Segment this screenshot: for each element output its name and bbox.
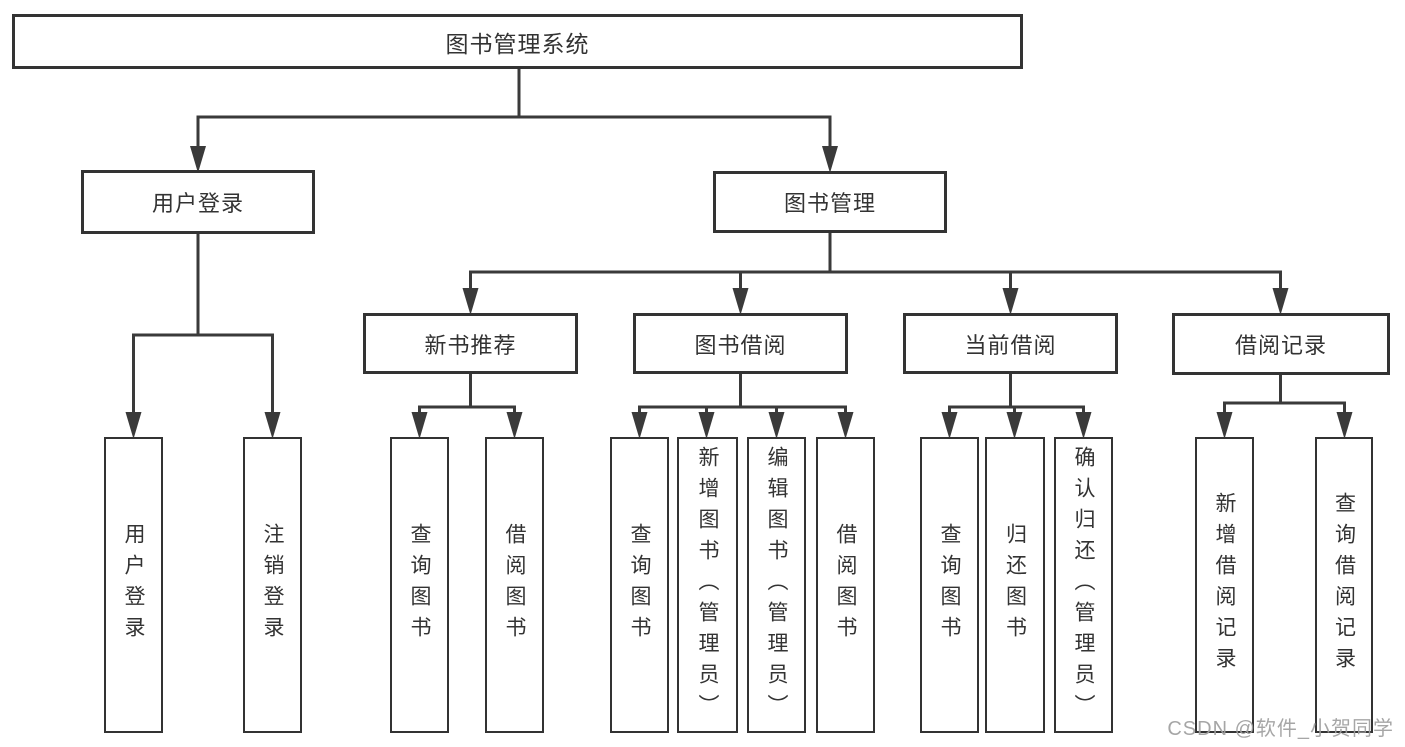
leaf-query-books-borrowing: 查询图书: [610, 437, 669, 733]
node-borrowing-records: 借阅记录: [1172, 313, 1390, 375]
leaf-confirm-return-admin: 确认归还（管理员）: [1054, 437, 1113, 733]
node-label: 图书借阅: [694, 332, 787, 358]
node-user-login: 用户登录: [81, 170, 315, 234]
leaf-borrow-books-borrowing: 借阅图书: [816, 437, 875, 733]
leaf-query-books-newbook: 查询图书: [390, 437, 449, 733]
leaf-label: 查询借阅记录: [1332, 492, 1356, 678]
node-label: 图书管理: [783, 191, 876, 216]
leaf-query-borrow-record: 查询借阅记录: [1315, 437, 1373, 733]
leaf-label: 归还图书: [1003, 523, 1027, 647]
leaf-label: 确认归还（管理员）: [1072, 445, 1095, 725]
leaf-user-login: 用户登录: [104, 437, 163, 733]
leaf-borrow-books-newbook: 借阅图书: [485, 437, 544, 733]
leaf-edit-books-admin: 编辑图书（管理员）: [747, 437, 806, 733]
node-book-management: 图书管理: [713, 171, 947, 233]
leaf-label: 新增图书（管理员）: [696, 445, 719, 725]
node-label: 新书推荐: [424, 332, 517, 358]
leaf-label: 借阅图书: [503, 523, 526, 647]
csdn-watermark: CSDN @软件_小贺同学: [1167, 718, 1394, 740]
leaf-add-borrow-record: 新增借阅记录: [1195, 437, 1254, 733]
node-library-management-system: 图书管理系统: [12, 14, 1023, 69]
node-new-book-recommend: 新书推荐: [363, 313, 578, 374]
leaf-label: 查询图书: [938, 523, 961, 647]
leaf-return-books: 归还图书: [985, 437, 1045, 733]
leaf-label: 查询图书: [408, 523, 431, 647]
node-label: 图书管理系统: [445, 30, 590, 57]
leaf-label: 新增借阅记录: [1213, 492, 1236, 678]
node-label: 当前借阅: [964, 332, 1057, 358]
leaf-label: 查询图书: [628, 523, 651, 647]
leaf-label: 借阅图书: [834, 523, 857, 647]
node-label: 借阅记录: [1234, 333, 1327, 358]
node-current-borrowing: 当前借阅: [903, 313, 1118, 374]
leaf-query-books-current: 查询图书: [920, 437, 979, 733]
node-book-borrowing: 图书借阅: [633, 313, 848, 374]
leaf-add-books-admin: 新增图书（管理员）: [677, 437, 738, 733]
leaf-logout: 注销登录: [243, 437, 302, 733]
leaf-label: 注销登录: [261, 523, 284, 647]
arrowheads: [125, 146, 1353, 439]
node-label: 用户登录: [151, 191, 244, 216]
leaf-label: 用户登录: [122, 523, 145, 647]
leaf-label: 编辑图书（管理员）: [765, 445, 788, 725]
